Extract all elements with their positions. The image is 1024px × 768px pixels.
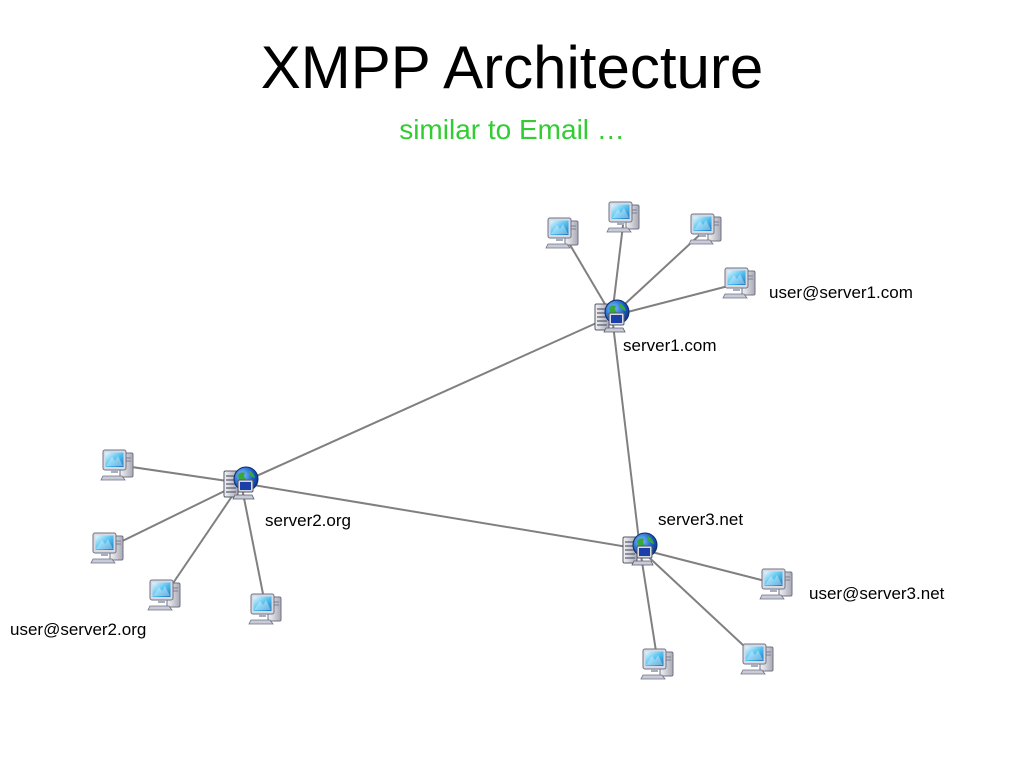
client-link-line [164, 482, 242, 596]
computer-icon [759, 568, 793, 600]
server-globe-icon [223, 466, 259, 500]
client-link-line [639, 548, 659, 665]
server-label: server1.com [623, 336, 717, 355]
computer-icon [606, 201, 640, 233]
user-label: user@server3.net [809, 584, 945, 603]
client-link-line [562, 232, 613, 317]
server-link-line [611, 315, 641, 550]
computer-icon [722, 267, 756, 299]
server-label: server2.org [265, 511, 351, 530]
client-link-line [117, 464, 242, 484]
computer-icon [90, 532, 124, 564]
user-label: user@server1.com [769, 283, 913, 302]
server-label: server3.net [658, 510, 744, 529]
computer-icon [740, 643, 774, 675]
client-link-line [611, 216, 625, 317]
client-link-line [639, 548, 759, 660]
computer-icon [545, 217, 579, 249]
computer-icon [248, 593, 282, 625]
network-links [107, 216, 778, 665]
computer-icon [147, 579, 181, 611]
client-link-line [240, 482, 267, 610]
server-link-line [240, 315, 613, 484]
client-link-line [611, 282, 741, 317]
network-nodes [90, 201, 793, 680]
computer-icon [688, 213, 722, 245]
server-link-line [240, 482, 641, 550]
client-link-line [639, 548, 778, 585]
server-globe-icon [594, 299, 630, 333]
computer-icon [100, 449, 134, 481]
client-link-line [107, 482, 242, 549]
computer-icon [640, 648, 674, 680]
slide-title: XMPP Architecture [260, 34, 764, 101]
slide-subtitle: similar to Email … [399, 114, 625, 145]
user-label: user@server2.org [10, 620, 147, 639]
server-globe-icon [622, 532, 658, 566]
